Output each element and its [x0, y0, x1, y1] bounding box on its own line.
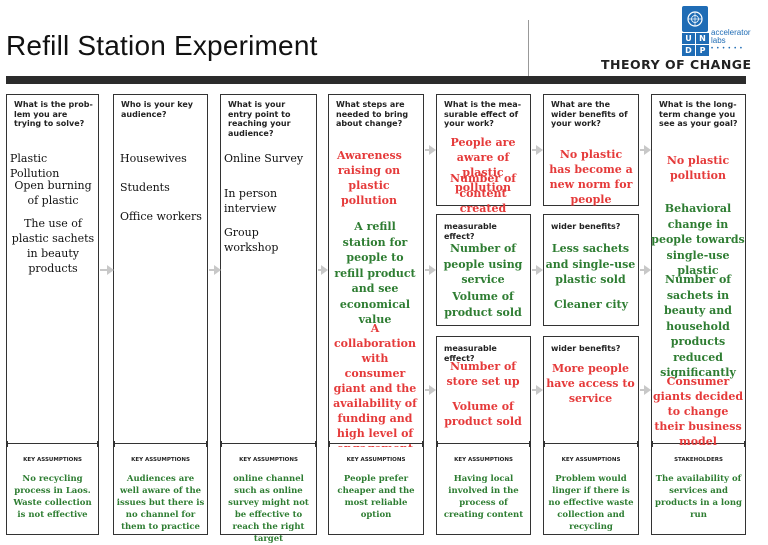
key-assumption-header: KEY ASSUMPTIONS — [346, 457, 406, 463]
effect-text: People are aware of plastic pollution — [450, 136, 516, 194]
page-subtitle: THEORY OF CHANGE — [601, 57, 752, 72]
list-item: Plastic Pollution — [10, 152, 60, 180]
key-assumption-box: KEY ASSUMPTIONS People prefer cheaper an… — [328, 447, 424, 535]
step-text: A collaboration with consumer giant and … — [333, 322, 417, 455]
stakeholders-text: The availability of services and product… — [655, 474, 742, 520]
column-header: What is your entry point to reaching you… — [228, 100, 291, 138]
box-header: measurable effect? — [444, 222, 497, 241]
column-entry-point: What is your entry point to reaching you… — [220, 94, 317, 444]
goal-text: Behavioral change in people towards sing… — [651, 202, 745, 277]
connector-tick — [328, 441, 330, 449]
box-header: measurable effect? — [444, 344, 497, 363]
connector-tick — [315, 441, 317, 449]
benefit-text: Less sachets and single-use plastic sold — [545, 242, 636, 286]
stakeholders-box: STAKEHOLDERS The availability of service… — [651, 447, 746, 535]
list-item: Group workshop — [224, 226, 279, 254]
benefit-text: More people have access to service — [546, 362, 635, 405]
key-assumption-header: KEY ASSUMPTIONS — [239, 457, 298, 463]
connector-tick — [543, 441, 545, 449]
column-problem: What is the prob- lem you are trying to … — [6, 94, 99, 444]
column-header: What steps are needed to bring about cha… — [336, 100, 409, 128]
key-assumption-box: KEY ASSUMPTIONS Problem would linger if … — [543, 447, 639, 535]
key-assumption-text: online channel such as online survey mig… — [228, 474, 309, 544]
list-item: The use of plastic sachets in beauty pro… — [11, 217, 95, 275]
column-goal: What is the long- term change you see as… — [651, 94, 746, 448]
key-assumption-box: KEY ASSUMPTIONS Audiences are well aware… — [113, 447, 208, 535]
effect-text: Volume of product sold — [444, 290, 522, 319]
logo-text-line: labs — [711, 36, 726, 45]
connector-tick — [97, 441, 99, 449]
column-header: What is the long- term change you see as… — [659, 100, 738, 128]
connector-tick — [220, 441, 222, 449]
key-assumption-header: KEY ASSUMPTIONS — [561, 457, 621, 463]
measurable-box: measurable effect? Number of store set u… — [436, 336, 531, 444]
goal-text: No plastic pollution — [666, 154, 730, 182]
key-assumption-text: People prefer cheaper and the most relia… — [337, 474, 415, 520]
list-item: Housewives — [120, 152, 187, 165]
measurable-box: measurable effect? Number of people usin… — [436, 214, 531, 326]
logo-letter: U — [682, 33, 695, 44]
key-assumption-box: KEY ASSUMPTIONS No recycling process in … — [6, 447, 99, 535]
box-header: wider benefits? — [551, 344, 621, 353]
effect-text: Number of store set up — [446, 360, 520, 388]
un-emblem-icon — [682, 6, 708, 32]
header-divider — [528, 20, 529, 76]
stakeholders-header: STAKEHOLDERS — [674, 457, 723, 463]
connector-tick — [744, 441, 746, 449]
connector-tick — [113, 441, 115, 449]
measurable-box: What is the mea- surable effect of your … — [436, 94, 531, 215]
key-assumption-text: Problem would linger if there is no effe… — [548, 474, 634, 532]
benefit-text: No plastic has become a new norm for peo… — [549, 148, 633, 206]
logo-letter: D — [682, 45, 695, 56]
key-assumption-text: Audiences are well aware of the issues b… — [116, 474, 205, 532]
key-assumption-text: No recycling process in Laos. Waste coll… — [13, 474, 92, 520]
benefit-box: wider benefits? Less sachets and single-… — [543, 214, 639, 326]
undp-logo: U N D P — [682, 6, 709, 56]
key-assumption-header: KEY ASSUMPTIONS — [454, 457, 513, 463]
effect-text: Number of people using service — [443, 242, 523, 286]
page-title: Refill Station Experiment — [6, 30, 318, 61]
connector-tick — [206, 441, 208, 449]
list-item: In person interview — [224, 187, 278, 215]
logo-text-line: accelerator — [711, 28, 751, 37]
effect-text: Number of content created — [449, 172, 517, 215]
column-header: What are the wider benefits of your work… — [551, 100, 628, 128]
accelerator-labs-text: accelerator labs • • • • • • — [711, 29, 751, 53]
column-header: What is the mea- surable effect of your … — [444, 100, 522, 128]
connector-tick — [422, 441, 424, 449]
step-text: A refill station for people to refill pr… — [334, 220, 416, 326]
key-assumption-text: Having local involved in the process of … — [443, 474, 524, 520]
column-steps: What steps are needed to bring about cha… — [328, 94, 424, 455]
column-audience: Who is your key audience? Housewives Stu… — [113, 94, 208, 444]
step-text: Awareness raising on plastic pollution — [337, 149, 402, 207]
list-item: Office workers — [120, 210, 202, 223]
key-assumption-header: KEY ASSUMPTIONS — [23, 457, 82, 463]
connector-tick — [637, 441, 639, 449]
connector-tick — [436, 441, 438, 449]
goal-text: Consumer giants decided to change their … — [652, 375, 744, 448]
column-header: What is the prob- lem you are trying to … — [14, 100, 93, 128]
benefit-box: What are the wider benefits of your work… — [543, 94, 639, 206]
connector-tick — [529, 441, 531, 449]
column-header: Who is your key audience? — [121, 100, 193, 119]
benefit-text: Cleaner city — [553, 298, 629, 311]
effect-text: Volume of product sold — [444, 400, 522, 428]
box-header: wider benefits? — [551, 222, 621, 231]
list-item: Students — [120, 181, 170, 194]
logo-letter: P — [696, 45, 709, 56]
key-assumption-header: KEY ASSUMPTIONS — [131, 457, 190, 463]
list-item: Open burning of plastic — [14, 179, 92, 207]
list-item: Online Survey — [224, 152, 304, 165]
connector-tick — [6, 441, 8, 449]
goal-text: Number of sachets in beauty and househol… — [660, 273, 736, 379]
key-assumption-box: KEY ASSUMPTIONS online channel such as o… — [220, 447, 317, 544]
header-bar — [6, 76, 746, 84]
logo-letter: N — [696, 33, 709, 44]
connector-tick — [651, 441, 653, 449]
dots-icon: • • • • • • — [711, 46, 743, 52]
benefit-box: wider benefits? More people have access … — [543, 336, 639, 444]
key-assumption-box: KEY ASSUMPTIONS Having local involved in… — [436, 447, 531, 535]
